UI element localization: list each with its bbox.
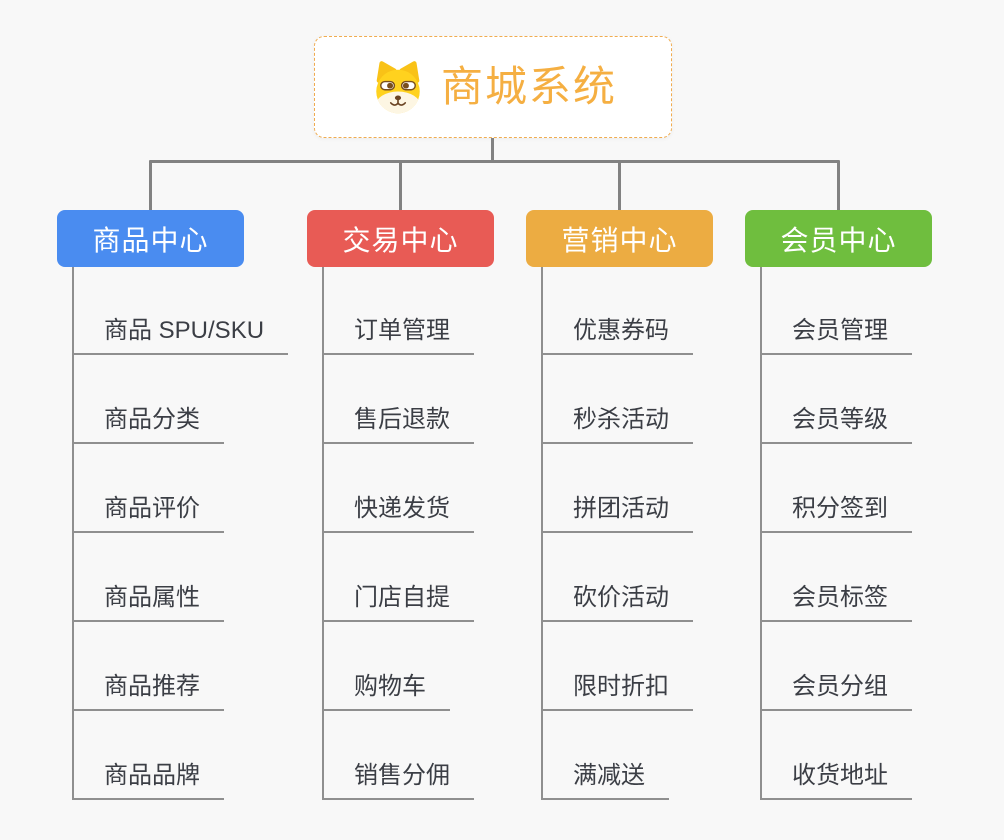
mindmap-item[interactable]: 销售分佣 xyxy=(322,764,474,800)
item-row: 会员管理 xyxy=(760,267,912,355)
item-row: 商品推荐 xyxy=(72,622,288,711)
mindmap-item[interactable]: 商品属性 xyxy=(72,586,224,622)
branch-header-marketing-center[interactable]: 营销中心 xyxy=(526,210,713,267)
item-row: 积分签到 xyxy=(760,444,912,533)
mindmap-item[interactable]: 优惠券码 xyxy=(541,319,693,355)
mindmap-item[interactable]: 售后退款 xyxy=(322,408,474,444)
item-row: 收货地址 xyxy=(760,711,912,800)
root-node[interactable]: 商城系统 xyxy=(314,36,672,138)
mindmap-item[interactable]: 限时折扣 xyxy=(541,675,693,711)
dog-face-icon xyxy=(369,58,427,116)
item-row: 售后退款 xyxy=(322,355,474,444)
mindmap-item[interactable]: 商品 SPU/SKU xyxy=(72,319,289,355)
mindmap-item[interactable]: 商品推荐 xyxy=(72,675,224,711)
item-row: 销售分佣 xyxy=(322,711,474,800)
item-row: 商品 SPU/SKU xyxy=(72,267,289,355)
mindmap-item[interactable]: 收货地址 xyxy=(760,764,912,800)
item-row: 订单管理 xyxy=(322,267,474,355)
mindmap-item[interactable]: 购物车 xyxy=(322,675,450,711)
connector-drop-marketing xyxy=(618,160,621,212)
item-row: 购物车 xyxy=(322,622,474,711)
mindmap-item[interactable]: 秒杀活动 xyxy=(541,408,693,444)
branch-items-marketing-center: 优惠券码 秒杀活动 拼团活动 砍价活动 限时折扣 满减送 xyxy=(541,267,693,800)
branch-items-trade-center: 订单管理 售后退款 快递发货 门店自提 购物车 销售分佣 xyxy=(322,267,474,800)
item-row: 商品分类 xyxy=(72,355,288,444)
mindmap-item[interactable]: 门店自提 xyxy=(322,586,474,622)
connector-root-stem xyxy=(491,138,494,162)
item-row: 门店自提 xyxy=(322,533,474,622)
branch-header-trade-center[interactable]: 交易中心 xyxy=(307,210,494,267)
branch-items-member-center: 会员管理 会员等级 积分签到 会员标签 会员分组 收货地址 xyxy=(760,267,912,800)
branch-header-member-center[interactable]: 会员中心 xyxy=(745,210,932,267)
item-row: 满减送 xyxy=(541,711,693,800)
mindmap-item[interactable]: 商品品牌 xyxy=(72,764,224,800)
connector-bus-line xyxy=(149,160,840,163)
mindmap-item[interactable]: 砍价活动 xyxy=(541,586,693,622)
mindmap-item[interactable]: 商品分类 xyxy=(72,408,224,444)
item-row: 限时折扣 xyxy=(541,622,693,711)
item-row: 商品评价 xyxy=(72,444,288,533)
item-row: 会员标签 xyxy=(760,533,912,622)
item-row: 商品属性 xyxy=(72,533,288,622)
mindmap-item[interactable]: 满减送 xyxy=(541,764,669,800)
item-row: 商品品牌 xyxy=(72,711,288,800)
mindmap-item[interactable]: 会员分组 xyxy=(760,675,912,711)
item-row: 会员等级 xyxy=(760,355,912,444)
mindmap-item[interactable]: 会员等级 xyxy=(760,408,912,444)
item-row: 会员分组 xyxy=(760,622,912,711)
branch-items-product-center: 商品 SPU/SKU 商品分类 商品评价 商品属性 商品推荐 商品品牌 xyxy=(72,267,289,800)
mindmap-item[interactable]: 会员标签 xyxy=(760,586,912,622)
connector-drop-member xyxy=(837,160,840,212)
root-title: 商城系统 xyxy=(440,63,617,110)
mindmap-item[interactable]: 订单管理 xyxy=(322,319,474,355)
branch-header-product-center[interactable]: 商品中心 xyxy=(57,210,244,267)
mindmap-item[interactable]: 拼团活动 xyxy=(541,497,693,533)
mindmap-item[interactable]: 快递发货 xyxy=(322,497,474,533)
connector-drop-trade xyxy=(399,160,402,212)
mindmap-item[interactable]: 会员管理 xyxy=(760,319,912,355)
connector-drop-product xyxy=(149,160,152,212)
item-row: 优惠券码 xyxy=(541,267,693,355)
item-row: 快递发货 xyxy=(322,444,474,533)
mindmap-item[interactable]: 积分签到 xyxy=(760,497,912,533)
item-row: 秒杀活动 xyxy=(541,355,693,444)
mindmap-item[interactable]: 商品评价 xyxy=(72,497,224,533)
item-row: 砍价活动 xyxy=(541,533,693,622)
item-row: 拼团活动 xyxy=(541,444,693,533)
